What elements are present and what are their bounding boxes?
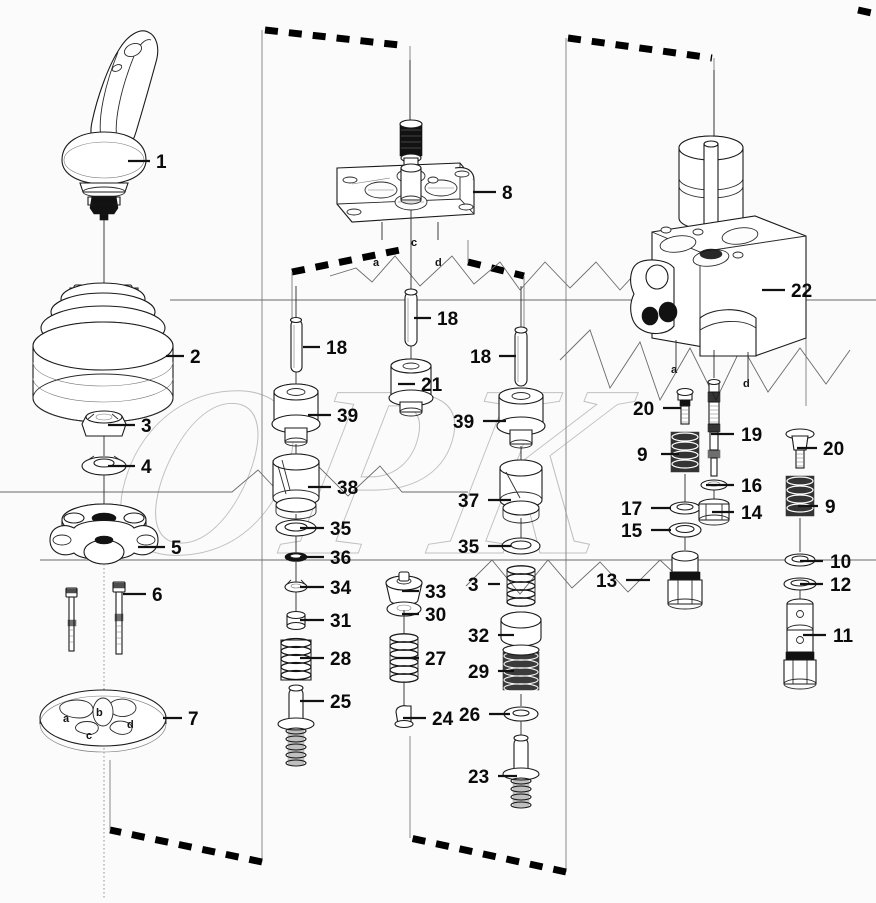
sub-label-d: d [127, 719, 134, 731]
adjusting-screw-19 [707, 378, 721, 477]
callout-37: 37 [458, 491, 480, 512]
callout-26: 26 [459, 705, 481, 726]
callout-7: 7 [188, 709, 199, 730]
callout-1: 1 [156, 152, 167, 173]
callout-2: 2 [190, 347, 201, 368]
pivot-cap-5 [49, 503, 159, 565]
callout-22: 22 [791, 281, 813, 302]
bolt-6a [65, 587, 78, 652]
callout-17: 17 [621, 499, 643, 520]
callout-19: 19 [741, 425, 763, 446]
oring-35-b [501, 537, 541, 555]
sleeve-37 [499, 459, 543, 524]
plug-24 [394, 705, 414, 729]
callout-18: 18 [470, 347, 492, 368]
pin-18-b [404, 288, 418, 347]
screw-20-a [676, 387, 694, 425]
callout-24: 24 [432, 709, 454, 730]
oring-17 [669, 501, 701, 515]
callout-9: 9 [637, 445, 648, 466]
callout-25: 25 [330, 692, 352, 713]
fitting-11 [783, 598, 817, 690]
callout-35: 35 [458, 537, 480, 558]
callout-14: 14 [741, 503, 763, 524]
callout-27: 27 [425, 649, 447, 670]
screw-20-b [785, 428, 815, 469]
callout-33: 33 [425, 582, 447, 603]
callout-20: 20 [633, 399, 655, 420]
callout-13: 13 [596, 571, 618, 592]
callout-5: 5 [171, 538, 182, 559]
callout-23: 23 [468, 767, 490, 788]
bushing-39-b [496, 387, 546, 449]
valve-body-22 [630, 215, 807, 357]
plunger-25 [277, 684, 315, 767]
callout-16: 16 [741, 476, 763, 497]
sub-label-a: a [671, 364, 678, 376]
callout-18: 18 [326, 338, 348, 359]
retainer-31 [286, 610, 306, 631]
valve-body-assembly [630, 70, 817, 690]
sub-label-d: d [435, 257, 442, 269]
callout-4: 4 [141, 457, 152, 478]
spring-9-b [785, 475, 815, 517]
plunger-23 [502, 734, 540, 809]
callout-32: 32 [468, 626, 490, 647]
sub-label-b: b [96, 707, 103, 719]
washer-26 [503, 706, 539, 722]
sub-label-c: c [86, 730, 93, 742]
mounting-plate-assembly [271, 60, 546, 809]
sleeve-38 [272, 453, 320, 520]
callout-31: 31 [330, 611, 352, 632]
callout-28: 28 [330, 649, 352, 670]
rubber-boot [32, 282, 174, 423]
joystick-lever-assembly [32, 30, 174, 900]
callout-34: 34 [330, 578, 352, 599]
callout-39: 39 [453, 412, 475, 433]
sub-label-a: a [63, 713, 70, 725]
spring-pack-29 [502, 644, 540, 693]
callout-20: 20 [823, 439, 845, 460]
callout-38: 38 [337, 478, 359, 499]
spool-cap-32 [500, 611, 542, 647]
mounting-plate-8 [336, 162, 475, 223]
sub-label-a: a [373, 257, 380, 269]
base-plate-7 [39, 689, 167, 753]
callout-18: 18 [437, 309, 459, 330]
callout-3: 3 [468, 575, 479, 596]
callout-10: 10 [830, 552, 852, 573]
plug-13 [667, 550, 703, 610]
callout-36: 36 [330, 548, 352, 569]
callout-15: 15 [621, 521, 643, 542]
pin-18-c [514, 326, 528, 387]
callout-11: 11 [833, 626, 854, 647]
spring-9-a [670, 431, 700, 473]
sub-label-c: c [411, 237, 418, 249]
pin-18-a [289, 316, 303, 373]
callout-21: 21 [421, 375, 443, 396]
callout-29: 29 [468, 662, 490, 683]
sub-label-d: d [743, 378, 750, 390]
bolt-6b [112, 581, 126, 655]
spring-3-group [506, 565, 536, 607]
callout-9: 9 [825, 497, 836, 518]
callout-35: 35 [330, 519, 352, 540]
cap-33 [385, 571, 423, 606]
callout-8: 8 [502, 183, 513, 204]
callout-6: 6 [152, 585, 163, 606]
oring-15 [668, 522, 702, 538]
spring-28 [280, 637, 312, 681]
callout-30: 30 [425, 605, 447, 626]
callout-leaders [108, 159, 826, 778]
callout-12: 12 [830, 575, 852, 596]
callout-3: 3 [141, 416, 152, 437]
nut-3 [81, 410, 127, 437]
callout-39: 39 [337, 406, 359, 427]
